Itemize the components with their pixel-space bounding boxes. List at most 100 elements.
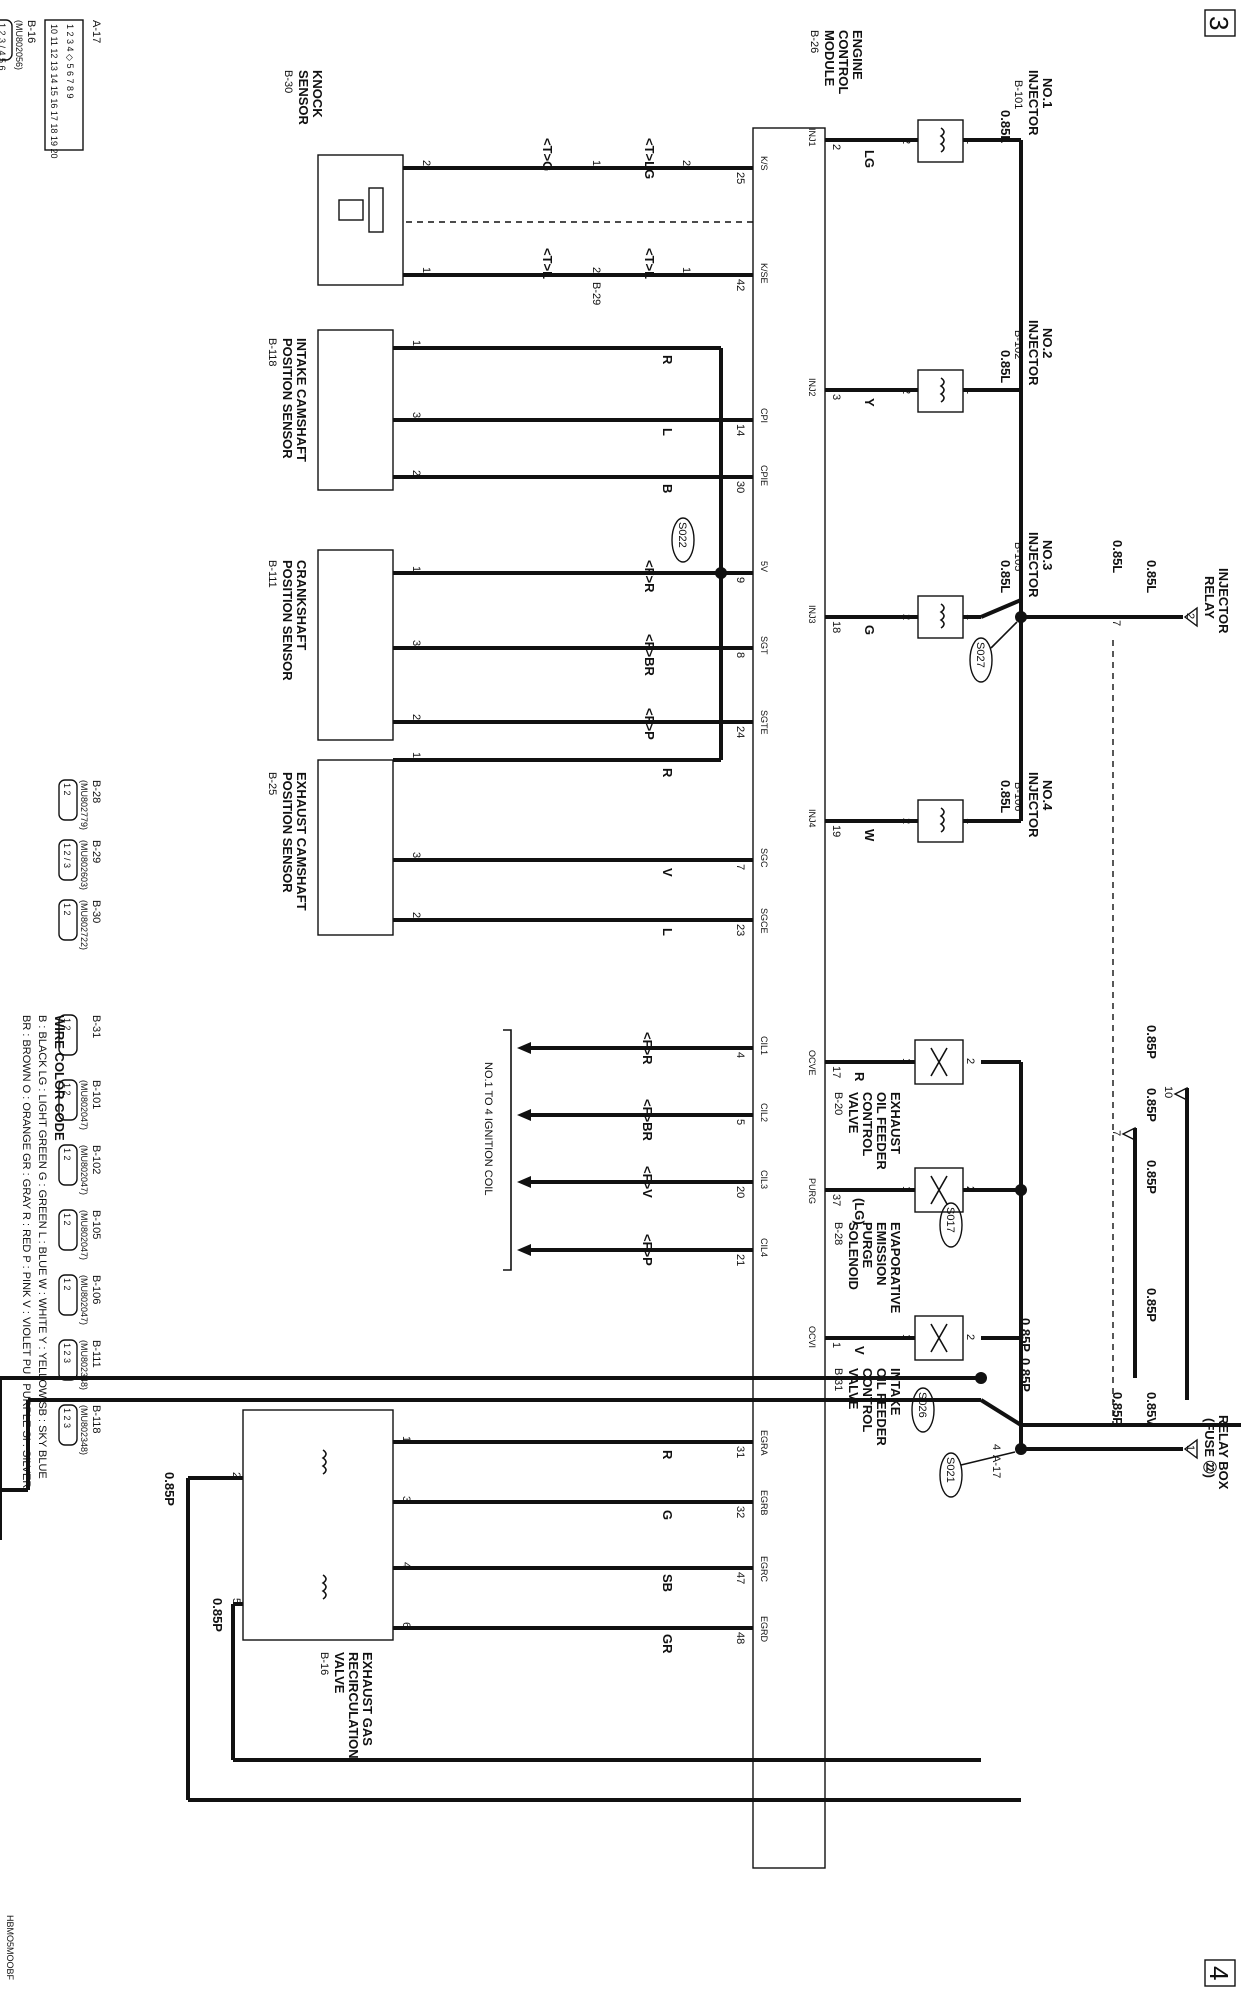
- ecm-terminal-pin: 25: [734, 172, 746, 184]
- svg-text:R: R: [660, 1450, 675, 1460]
- connector-part-number: (MU802722): [79, 900, 89, 950]
- svg-text:3: 3: [410, 412, 422, 418]
- crank-tag: B-111: [266, 560, 278, 588]
- ecm-title-1: ENGINE: [850, 30, 865, 80]
- svg-text:2: 2: [964, 1186, 976, 1192]
- svg-text:6: 6: [400, 1622, 412, 1628]
- ecm-terminal-pin: 48: [734, 1632, 746, 1644]
- connector-pins: 1 2: [62, 1148, 72, 1161]
- connector-tag: B-29: [90, 840, 102, 863]
- egr-title-1: EXHAUST GAS: [360, 1652, 375, 1746]
- connector-tag: B-101: [90, 1080, 102, 1109]
- off-page-arrow-7: [1121, 1126, 1136, 1142]
- ecm-terminal-name: SGC: [759, 848, 769, 868]
- ecm-terminal-pin: 4: [734, 1052, 746, 1058]
- injector-relay-pin: 2: [1184, 613, 1196, 619]
- connector-part-number: (MU802047): [79, 1275, 89, 1325]
- connector-pins: 1 2: [62, 1213, 72, 1226]
- connector-shape: [58, 1144, 78, 1186]
- svg-text:0.85P: 0.85P: [162, 1472, 177, 1506]
- svg-text:1: 1: [410, 566, 422, 572]
- evap-title-4: SOLENOID: [846, 1222, 861, 1290]
- svg-text:R: R: [852, 1072, 867, 1082]
- ecm-terminal-name: SGT: [759, 636, 769, 655]
- egr-tag: B-16: [318, 1652, 330, 1675]
- connector-pins: 1 2 / 3: [62, 843, 72, 868]
- svg-text:(LG): (LG): [852, 1198, 867, 1225]
- connector-part-number: (MU802056): [14, 20, 24, 70]
- a17-tag: A-17: [990, 1455, 1002, 1478]
- off-page-arrow-10: [1173, 1086, 1188, 1102]
- svg-text:0.85V: 0.85V: [1144, 1392, 1159, 1426]
- in-ofcv-title-1: INTAKE: [888, 1368, 903, 1416]
- connector-tag: B-28: [90, 780, 102, 803]
- injector-1-body: [917, 119, 964, 163]
- connector-tag: B-118: [90, 1405, 102, 1434]
- connector-tag: B-105: [90, 1210, 102, 1239]
- ecm-terminal-pin: 24: [734, 726, 746, 738]
- svg-text:R: R: [660, 355, 675, 365]
- egr-title-2: RECIRCULATION: [346, 1652, 361, 1759]
- ecm-terminal-pin: 9: [734, 577, 746, 583]
- ecm-terminal-pin: 8: [734, 652, 746, 658]
- inj4-tag: B-106: [1012, 782, 1024, 811]
- connector-part-number: (MU802348): [79, 1405, 89, 1455]
- ecm-terminal-name: CPIE: [759, 465, 769, 486]
- inj1-title-1: NO.1: [1040, 78, 1055, 108]
- ecm-terminal-name: CIL1: [759, 1036, 769, 1055]
- in-ofcv-title-3: CONTROL: [860, 1368, 875, 1432]
- valve-icon: [930, 1323, 948, 1353]
- page-marker-left: 3: [1204, 16, 1234, 30]
- ecm-terminal-pin: 21: [734, 1254, 746, 1266]
- connector-shape: [0, 19, 13, 61]
- ex-ofcv-title-1: EXHAUST: [888, 1092, 903, 1154]
- svg-text:0.85P: 0.85P: [1110, 1392, 1125, 1426]
- knock-title-2: SENSOR: [296, 70, 311, 126]
- ignition-bracket: [503, 1029, 512, 1271]
- ex-ofcv-tag: B-20: [832, 1092, 844, 1115]
- svg-text:S021: S021: [944, 1457, 956, 1483]
- ecm-terminal-pin: 32: [734, 1506, 746, 1518]
- connector-pins: 1 2 3: [62, 1343, 72, 1363]
- knock-sensor-body: [317, 154, 404, 286]
- connector-shape: [58, 1079, 78, 1121]
- svg-text:R: R: [660, 768, 675, 778]
- svg-text:1: 1: [900, 1186, 912, 1192]
- svg-text:2: 2: [680, 160, 692, 166]
- svg-text:1: 1: [400, 1436, 412, 1442]
- ecm-terminal-pin: 19: [830, 825, 842, 837]
- ecm-terminal-pin: 14: [734, 424, 746, 436]
- svg-text:V: V: [852, 1346, 867, 1355]
- connector-pins: 1 2 3: [62, 1408, 72, 1428]
- solenoid-icon: [930, 1175, 948, 1205]
- ecm-terminal-name: K/S: [759, 156, 769, 171]
- injector-relay-title-2: RELAY: [1202, 576, 1217, 619]
- svg-text:<T>L: <T>L: [540, 248, 555, 279]
- svg-text:G: G: [660, 1510, 675, 1520]
- svg-text:2: 2: [964, 1058, 976, 1064]
- ecm-terminal-name: SGTE: [759, 710, 769, 735]
- svg-text:1 2 3 4 ◇ 5 6 7 8 9: 1 2 3 4 ◇ 5 6 7 8 9: [65, 24, 75, 98]
- ecm-terminal-name: CPI: [759, 408, 769, 423]
- splice-s022: [671, 517, 695, 563]
- svg-text:2: 2: [230, 1472, 242, 1478]
- exhaust-cam-title-1: EXHAUST CAMSHAFT: [294, 772, 309, 911]
- inj3-tag: B-105: [1012, 542, 1024, 571]
- svg-text:0.85L: 0.85L: [1110, 540, 1125, 573]
- connector-pins: 1 2: [62, 783, 72, 796]
- svg-text:<F>P: <F>P: [642, 708, 657, 740]
- connector-tag: B-16: [25, 20, 37, 43]
- svg-text:10: 10: [1162, 1086, 1174, 1098]
- ecm-terminal-pin: 20: [734, 1186, 746, 1198]
- connector-pins: 1 2: [62, 1278, 72, 1291]
- egr-coil-icon: [321, 1449, 327, 1475]
- actuator-group: 2 1 R EXHAUST OIL FEEDER CONTROL VALVE B…: [825, 1039, 981, 1446]
- ecm-terminal-name: OCVE: [807, 1050, 817, 1076]
- splice-s026: [911, 1387, 935, 1433]
- relay-box-arrow: [1183, 1438, 1198, 1460]
- ecm-terminal-name: PURG: [807, 1178, 817, 1204]
- ecm-module: ENGINE CONTROL MODULE B-26 INJ12INJ23INJ…: [734, 30, 865, 1869]
- svg-text:0.85P: 0.85P: [1144, 1160, 1159, 1194]
